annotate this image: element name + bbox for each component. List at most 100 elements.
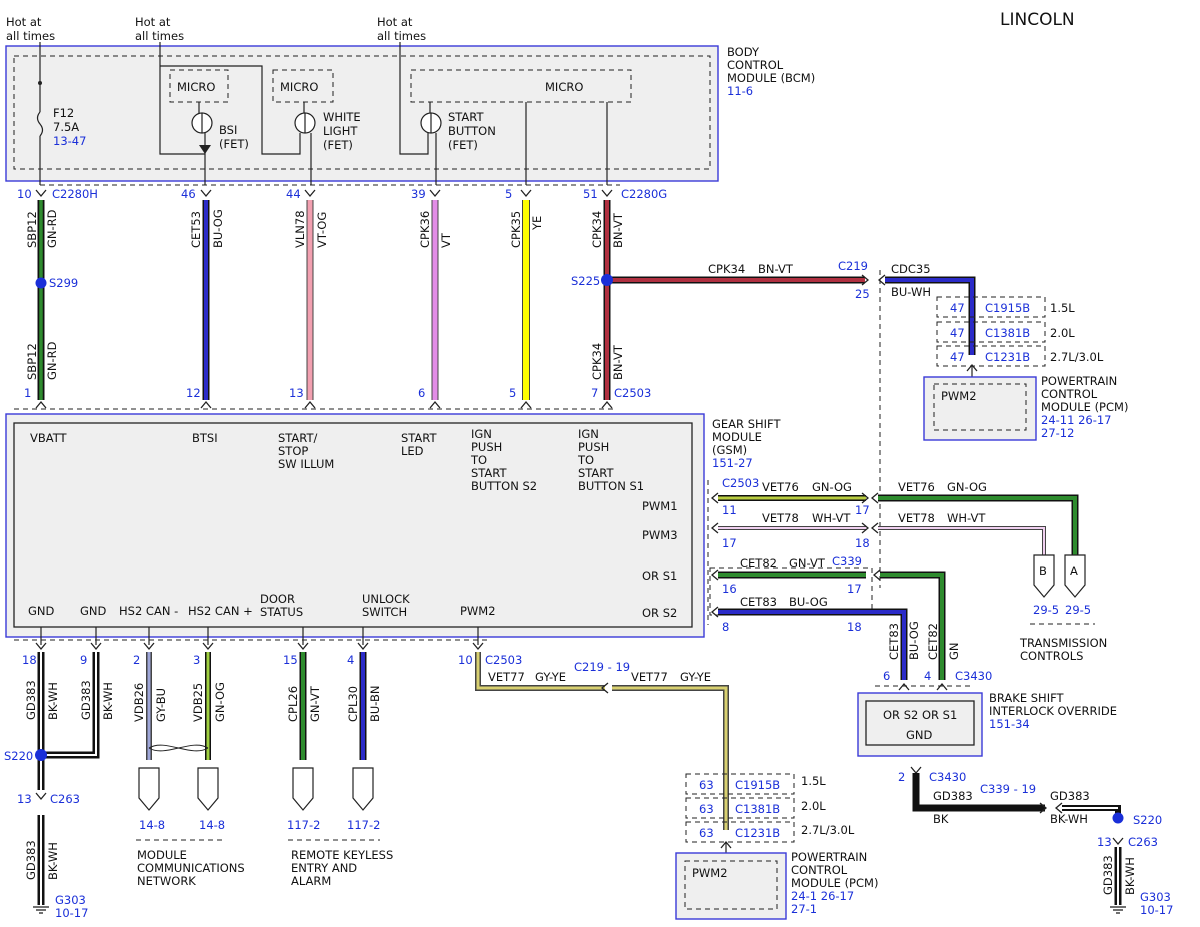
color-label: GN-RD — [45, 209, 59, 248]
svg-text:CPK34: CPK34 — [590, 343, 604, 380]
svg-text:POWERTRAIN: POWERTRAIN — [791, 850, 867, 864]
svg-text:GN-RD: GN-RD — [45, 341, 59, 380]
svg-text:CPK34: CPK34 — [590, 211, 604, 248]
bsi-fet-label: BSI — [219, 123, 237, 137]
gsm-pin-start-led: START — [401, 431, 437, 445]
wire-cet82: 16 CET82 GN-VT C339 17 — [710, 554, 946, 680]
svg-text:MODULE (BCM): MODULE (BCM) — [727, 71, 815, 85]
body-control-module: BODY CONTROL MODULE (BCM) 11-6 MICRO MIC… — [5, 42, 815, 185]
svg-text:G303: G303 — [1140, 890, 1171, 904]
svg-text:VDB26: VDB26 — [132, 683, 146, 722]
svg-text:YE: YE — [530, 216, 544, 231]
svg-text:BUTTON S1: BUTTON S1 — [578, 479, 644, 493]
svg-text:11: 11 — [722, 503, 737, 517]
svg-text:9: 9 — [80, 653, 87, 667]
svg-text:PWM2: PWM2 — [941, 389, 977, 403]
svg-text:B: B — [1039, 564, 1047, 578]
svg-text:BK-WH: BK-WH — [46, 842, 60, 880]
pcm-bottom-connectors: 63 C1915B 1.5L 63 C1381B 2.0L 63 C1231B … — [685, 773, 855, 855]
gsm-pin-gnd-1: GND — [28, 604, 55, 618]
svg-text:ALARM: ALARM — [291, 874, 331, 888]
svg-text:BUTTON S2: BUTTON S2 — [471, 479, 537, 493]
svg-text:SW ILLUM: SW ILLUM — [278, 457, 334, 471]
svg-text:27-1: 27-1 — [791, 902, 817, 916]
svg-text:24-11 26-17: 24-11 26-17 — [1041, 413, 1112, 427]
svg-text:C219 - 19: C219 - 19 — [574, 660, 630, 674]
svg-text:GY-YE: GY-YE — [680, 670, 711, 684]
svg-text:13: 13 — [1097, 835, 1112, 849]
pcm-top-connectors: 47 C1915B 1.5L 47 C1381B 2.0L 47 C1231B … — [936, 296, 1104, 378]
pin-bcm-39: 39 — [411, 187, 426, 201]
svg-text:GD383: GD383 — [24, 680, 38, 720]
pin-gsm-7: 7 — [591, 386, 598, 400]
wire-keyless: CPL26 GN-VT CPL30 BU-BN 117-2 117-2 REMO… — [286, 652, 393, 888]
svg-text:24-1 26-17: 24-1 26-17 — [791, 889, 854, 903]
svg-text:GN-OG: GN-OG — [812, 480, 852, 494]
gsm-pin-or-s2: OR S2 — [642, 606, 677, 620]
svg-text:COMMUNICATIONS: COMMUNICATIONS — [137, 861, 245, 875]
svg-text:all times: all times — [135, 29, 184, 43]
circuit-label: SBP12 — [25, 211, 39, 248]
svg-text:LED: LED — [401, 444, 424, 458]
svg-text:GN-OG: GN-OG — [213, 682, 227, 722]
svg-text:BK: BK — [933, 812, 949, 826]
svg-text:CET82: CET82 — [926, 623, 940, 660]
svg-text:WH-VT: WH-VT — [947, 511, 986, 525]
connector-c2503-top: C2503 — [614, 386, 651, 400]
svg-text:CPL30: CPL30 — [346, 686, 360, 722]
svg-text:STOP: STOP — [278, 444, 308, 458]
svg-text:VT: VT — [439, 232, 453, 248]
svg-text:CONTROL: CONTROL — [791, 863, 848, 877]
svg-text:C2503: C2503 — [485, 653, 522, 667]
gsm-pin-gnd-2: GND — [80, 604, 107, 618]
svg-text:4: 4 — [924, 669, 931, 683]
svg-text:VET77: VET77 — [488, 670, 525, 684]
svg-text:GD383: GD383 — [24, 840, 38, 880]
svg-text:117-2: 117-2 — [347, 818, 380, 832]
svg-text:TO: TO — [577, 453, 594, 467]
svg-text:GD383: GD383 — [79, 680, 93, 720]
svg-text:PUSH: PUSH — [471, 440, 502, 454]
svg-text:7.5A: 7.5A — [53, 120, 79, 134]
svg-text:CET82: CET82 — [740, 556, 777, 570]
svg-text:NETWORK: NETWORK — [137, 874, 196, 888]
svg-text:2: 2 — [898, 770, 905, 784]
svg-text:GN-OG: GN-OG — [947, 480, 987, 494]
svg-text:C263: C263 — [50, 792, 80, 806]
gsm-pin-vbatt: VBATT — [30, 431, 68, 445]
svg-text:S225: S225 — [571, 274, 600, 288]
svg-text:BN-VT: BN-VT — [611, 212, 625, 248]
svg-text:C1231B: C1231B — [985, 350, 1030, 364]
svg-text:S220: S220 — [1133, 813, 1162, 827]
svg-text:SBP12: SBP12 — [25, 343, 39, 380]
svg-text:BODY: BODY — [727, 45, 760, 59]
svg-text:INTERLOCK OVERRIDE: INTERLOCK OVERRIDE — [989, 704, 1117, 718]
svg-text:BN-VT: BN-VT — [611, 344, 625, 380]
wire-cet83: 8 CET83 BU-OG 18 — [710, 595, 908, 680]
pin-gsm-13: 13 — [289, 386, 304, 400]
svg-text:BUTTON: BUTTON — [448, 124, 496, 138]
gsm-pin-pwm2: PWM2 — [460, 604, 496, 618]
svg-text:63: 63 — [699, 802, 714, 816]
pin-bcm-5: 5 — [505, 187, 512, 201]
brand-title: LINCOLN — [1000, 10, 1075, 30]
hot-label-1: Hot at all times — [6, 15, 55, 43]
svg-text:GD383: GD383 — [1101, 855, 1115, 895]
svg-text:CET83: CET83 — [740, 595, 777, 609]
fuse-label: F12 — [53, 106, 74, 120]
svg-text:GY-YE: GY-YE — [535, 670, 566, 684]
svg-text:VT-OG: VT-OG — [315, 212, 329, 248]
svg-text:GN-VT: GN-VT — [789, 556, 826, 570]
svg-text:BU-OG: BU-OG — [211, 209, 225, 248]
svg-text:VET78: VET78 — [762, 511, 799, 525]
pin-bcm-46: 46 — [181, 187, 196, 201]
gsm-pin-sw-illum: START/ — [278, 431, 317, 445]
svg-text:(FET): (FET) — [219, 137, 249, 151]
svg-text:BK-WH: BK-WH — [1123, 857, 1137, 895]
svg-text:3: 3 — [193, 653, 200, 667]
svg-text:MODULE: MODULE — [712, 430, 762, 444]
svg-text:WH-VT: WH-VT — [812, 511, 851, 525]
svg-text:117-2: 117-2 — [287, 818, 320, 832]
svg-text:START: START — [578, 466, 614, 480]
